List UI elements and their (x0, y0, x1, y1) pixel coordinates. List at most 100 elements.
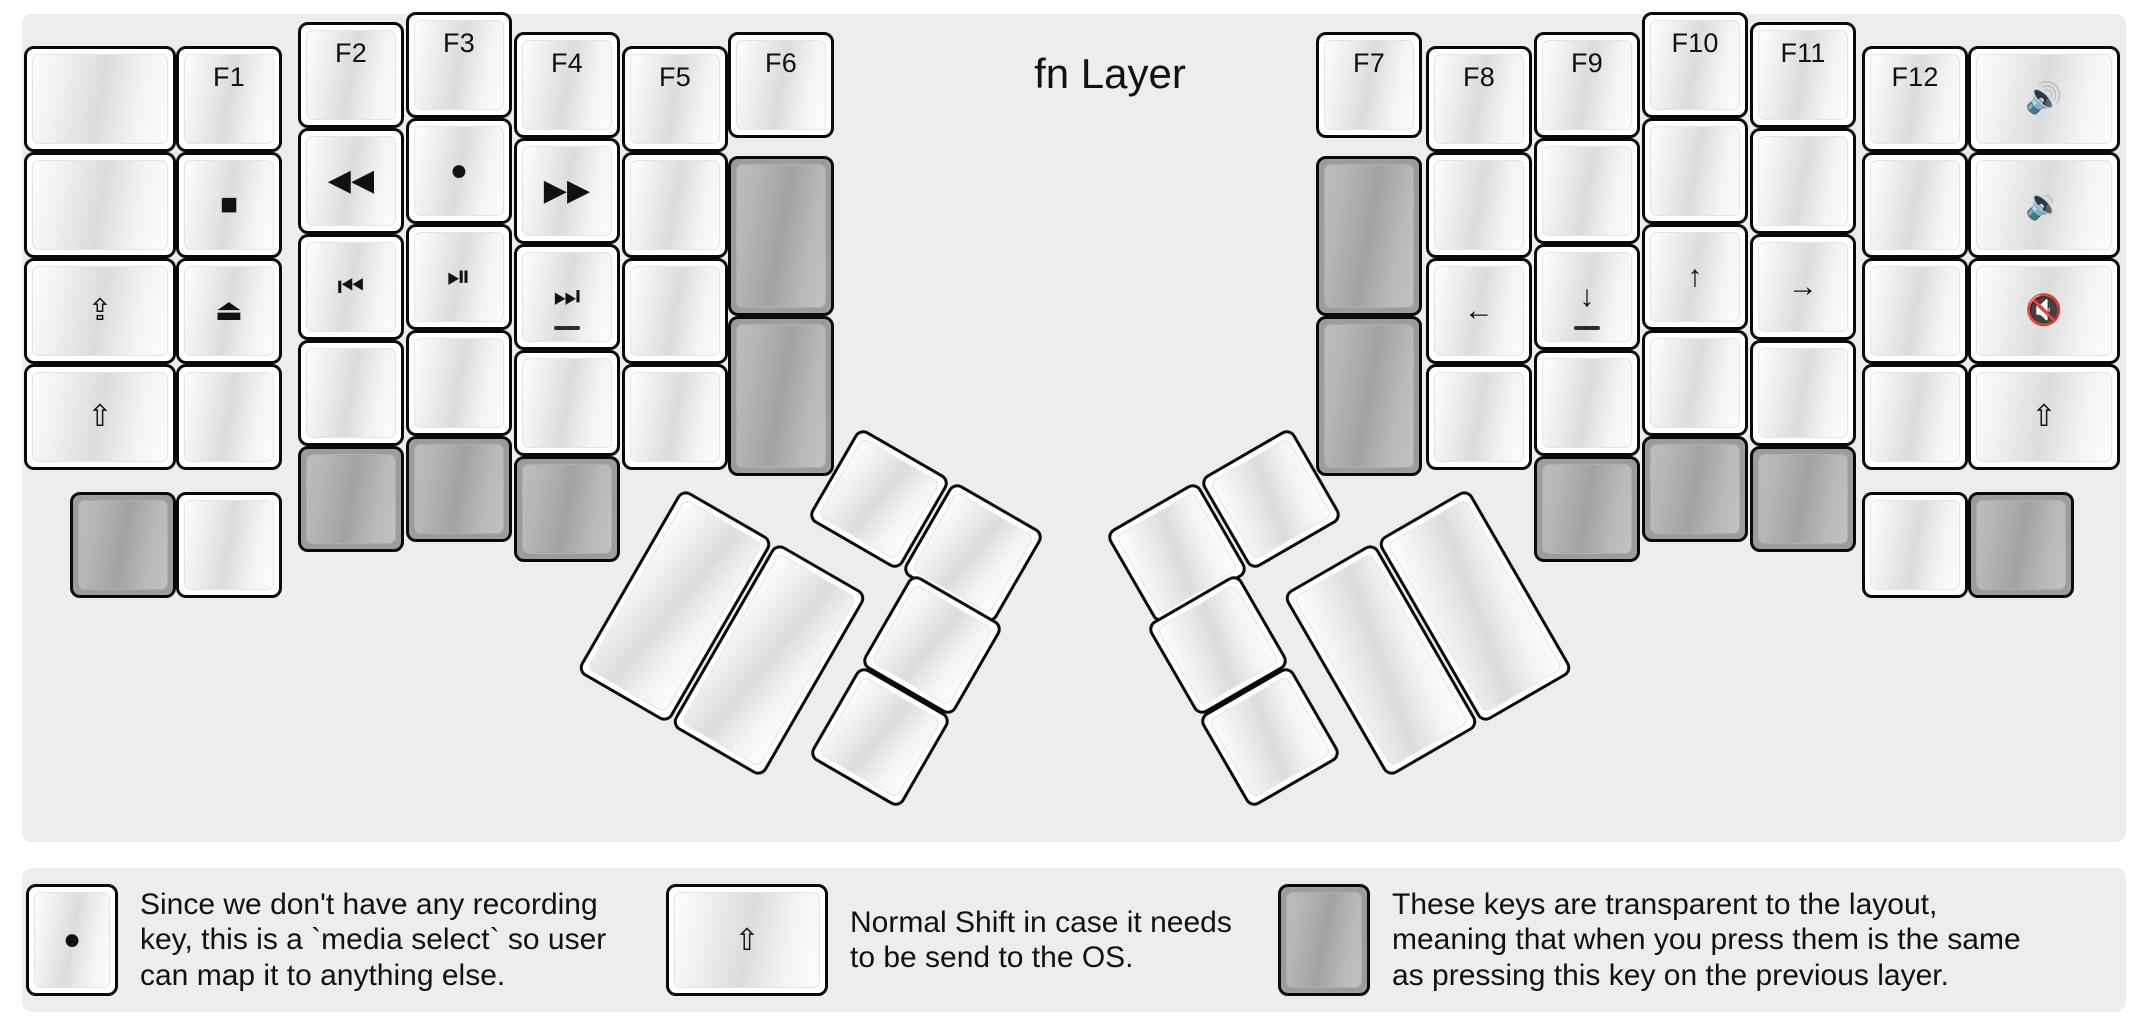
key-label: F6 (765, 48, 797, 78)
f1-key[interactable]: F1 (176, 46, 282, 152)
key-blank[interactable] (24, 46, 176, 152)
key-label: F3 (443, 28, 475, 58)
key-transparent[interactable] (1316, 156, 1422, 316)
key-blank[interactable] (1862, 152, 1968, 258)
keycap: ⏮ (306, 242, 396, 332)
keycap: F3 (414, 20, 504, 110)
keycap: → (1758, 242, 1848, 332)
key-blank[interactable] (1750, 128, 1856, 234)
arrow-down-icon: ↓ (1579, 280, 1595, 313)
key-blank[interactable] (176, 492, 282, 598)
key-blank[interactable] (176, 364, 282, 470)
keycap: ● (414, 126, 504, 216)
media-previous-key[interactable]: ⏮ (298, 234, 404, 340)
f12-key[interactable]: F12 (1862, 46, 1968, 152)
keycap: ⏭ (522, 252, 612, 342)
keycap (1434, 372, 1524, 462)
media-select-record-key[interactable]: ● (406, 118, 512, 224)
media-next-key[interactable]: ⏭ (514, 244, 620, 350)
f2-key[interactable]: F2 (298, 22, 404, 128)
key-blank[interactable] (622, 152, 728, 258)
arrow-up-key[interactable]: ↑ (1642, 224, 1748, 330)
media-rewind-icon: ◀◀ (327, 164, 375, 197)
arrow-right-key[interactable]: → (1750, 234, 1856, 340)
key-blank[interactable] (1426, 364, 1532, 470)
keycap (522, 464, 612, 554)
f7-key[interactable]: F7 (1316, 32, 1422, 138)
media-eject-key[interactable]: ⏏ (176, 258, 282, 364)
key-transparent[interactable] (1750, 446, 1856, 552)
keycap: F10 (1650, 20, 1740, 110)
key-label: F5 (659, 62, 691, 92)
keycap (32, 160, 168, 250)
key-blank[interactable] (298, 340, 404, 446)
keycap (736, 324, 826, 468)
f11-key[interactable]: F11 (1750, 22, 1856, 128)
keycap (1758, 136, 1848, 226)
keycap (1870, 160, 1960, 250)
key-blank[interactable] (1642, 118, 1748, 224)
key-blank[interactable] (24, 152, 176, 258)
key-blank[interactable] (1862, 258, 1968, 364)
keycap (1542, 464, 1632, 554)
key-blank[interactable] (622, 258, 728, 364)
key-blank[interactable] (1534, 138, 1640, 244)
key-blank[interactable] (1426, 152, 1532, 258)
key-blank[interactable] (622, 364, 728, 470)
keycap (1650, 126, 1740, 216)
key-transparent[interactable] (70, 492, 176, 598)
mute-icon: 🔇 (2025, 294, 2063, 327)
media-stop-key[interactable]: ■ (176, 152, 282, 258)
arrow-left-icon: ← (1463, 294, 1495, 327)
key-transparent[interactable] (1968, 492, 2074, 598)
keycap: ⇧ (32, 372, 168, 462)
keycap: F5 (630, 54, 720, 144)
key-transparent[interactable] (298, 446, 404, 552)
keycap (1870, 266, 1960, 356)
shift-key[interactable]: ⇧ (1968, 364, 2120, 470)
f8-key[interactable]: F8 (1426, 46, 1532, 152)
media-rewind-key[interactable]: ◀◀ (298, 128, 404, 234)
volume-up-key[interactable]: 🔊 (1968, 46, 2120, 152)
key-blank[interactable] (1534, 350, 1640, 456)
key-transparent[interactable] (728, 316, 834, 476)
legend-item-record: ● Since we don't have any recording key,… (26, 884, 606, 996)
key-transparent[interactable] (728, 156, 834, 316)
keycap (1542, 146, 1632, 236)
key-blank[interactable] (514, 350, 620, 456)
caps-lock-key[interactable]: ⇪ (24, 258, 176, 364)
keycap: ▶▶ (522, 146, 612, 236)
volume-down-key[interactable]: 🔉 (1968, 152, 2120, 258)
keycap (630, 266, 720, 356)
key-transparent[interactable] (514, 456, 620, 562)
media-fast-forward-key[interactable]: ▶▶ (514, 138, 620, 244)
key-blank[interactable] (1862, 364, 1968, 470)
f10-key[interactable]: F10 (1642, 12, 1748, 118)
key-transparent[interactable] (1642, 436, 1748, 542)
legend-key-transparent[interactable] (1278, 884, 1370, 996)
legend-key-shift[interactable]: ⇧ (666, 884, 828, 996)
key-transparent[interactable] (1534, 456, 1640, 562)
keycap (184, 500, 274, 590)
keycap (1870, 500, 1960, 590)
f5-key[interactable]: F5 (622, 46, 728, 152)
media-play-pause-key[interactable]: ⏯ (406, 224, 512, 330)
f9-key[interactable]: F9 (1534, 32, 1640, 138)
key-blank[interactable] (1642, 330, 1748, 436)
key-blank[interactable] (1862, 492, 1968, 598)
shift-key[interactable]: ⇧ (24, 364, 176, 470)
arrow-left-key[interactable]: ← (1426, 258, 1532, 364)
f3-key[interactable]: F3 (406, 12, 512, 118)
legend-key-record[interactable]: ● (26, 884, 118, 996)
f6-key[interactable]: F6 (728, 32, 834, 138)
key-transparent[interactable] (406, 436, 512, 542)
f4-key[interactable]: F4 (514, 32, 620, 138)
key-transparent[interactable] (1316, 316, 1422, 476)
legend-text-record: Since we don't have any recording key, t… (140, 888, 607, 992)
key-label: F12 (1891, 62, 1939, 92)
mute-key[interactable]: 🔇 (1968, 258, 2120, 364)
key-blank[interactable] (406, 330, 512, 436)
arrow-down-key[interactable]: ↓ (1534, 244, 1640, 350)
key-blank[interactable] (1750, 340, 1856, 446)
